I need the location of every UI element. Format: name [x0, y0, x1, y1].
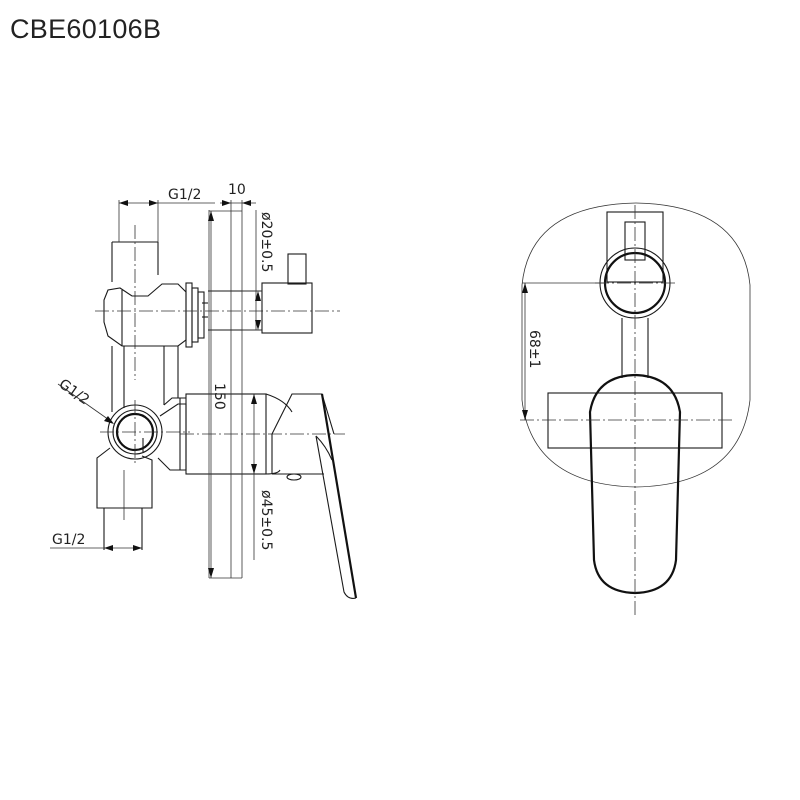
- escutcheon-plate: [521, 202, 751, 488]
- lever-handle-front: [588, 373, 682, 595]
- dim-overall-height: 150: [208, 210, 242, 578]
- dim-label-upper-outlet-diameter: ø20±0.5: [258, 212, 274, 272]
- dim-center-distance: 68±1: [522, 282, 605, 420]
- dim-side-inlet: G1/2: [56, 376, 114, 424]
- vertical-body: [111, 346, 186, 412]
- dim-cartridge-diameter: ø45±0.5: [251, 394, 274, 560]
- product-code-title: CBE60106B: [10, 14, 162, 44]
- dim-label-bottom-outlet: G1/2: [52, 532, 85, 548]
- dim-bottom-outlet: G1/2: [50, 532, 142, 551]
- cartridge-housing: [157, 393, 345, 475]
- front-view: 68±1: [520, 202, 751, 618]
- bottom-outlet: [96, 447, 153, 550]
- top-inlet-pipe: [111, 225, 159, 380]
- dim-label-overall-height: 150: [211, 383, 227, 410]
- lever-handle-side: [271, 393, 358, 599]
- dim-label-cartridge-diameter: ø45±0.5: [258, 490, 274, 550]
- dim-label-center-distance: 68±1: [526, 330, 542, 368]
- upper-valve-body: [95, 282, 340, 348]
- dim-top-inlet: G1/2: [118, 187, 215, 242]
- dim-label-top-inlet: G1/2: [168, 187, 201, 203]
- side-inlet-ring: [100, 400, 190, 465]
- wall-plate-lines: [208, 200, 243, 579]
- side-view: G1/2 10 150 ø20±0.5: [50, 182, 358, 599]
- dim-label-side-inlet: G1/2: [56, 376, 93, 408]
- dim-plate-thickness: 10: [220, 182, 256, 206]
- dim-upper-outlet-diameter: ø20±0.5: [242, 210, 274, 331]
- dim-label-plate-thickness: 10: [228, 182, 246, 198]
